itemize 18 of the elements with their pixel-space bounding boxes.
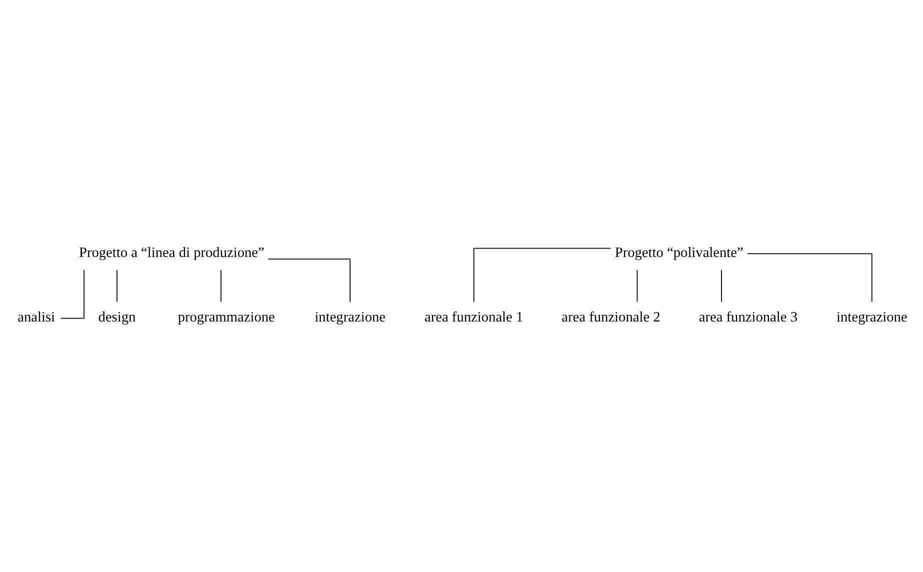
- connector: [636, 270, 638, 302]
- connector: [746, 253, 872, 302]
- connector: [60, 270, 84, 319]
- node-text: area funzionale 2: [562, 310, 660, 326]
- connector: [721, 270, 722, 302]
- node-text: integrazione: [836, 310, 908, 326]
- node-text: Progetto “polivalente”: [614, 245, 744, 262]
- connector: [220, 270, 222, 302]
- node-text: area funzionale 3: [698, 310, 798, 326]
- connector: [116, 270, 118, 302]
- node-text: Progetto a “linea di produzione”: [78, 245, 264, 262]
- node-text: analisi: [18, 310, 56, 326]
- node-text: programmazione: [178, 310, 275, 326]
- node-text: design: [98, 310, 136, 326]
- connector: [268, 258, 351, 303]
- connector: [473, 248, 612, 302]
- node-text: area funzionale 1: [424, 310, 524, 326]
- node-text: integrazione: [314, 310, 386, 326]
